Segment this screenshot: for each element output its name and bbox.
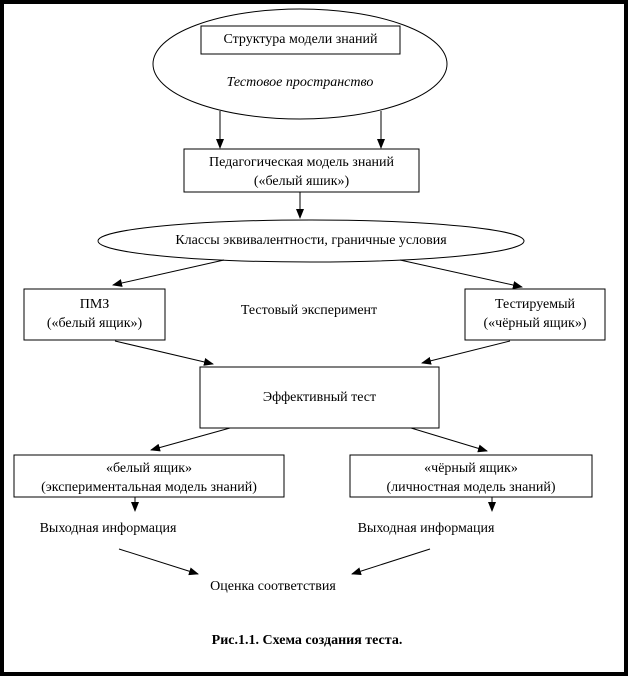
arrow-output-right-to-evaluation <box>351 548 431 576</box>
pmz-line1: ПМЗ <box>79 297 110 312</box>
output-info-left-label: Выходная информация <box>39 521 177 536</box>
arrow-equivalence-to-pmz <box>112 259 225 287</box>
structure-model-rect <box>200 25 401 55</box>
equivalence-ellipse <box>97 219 525 263</box>
white-box-label: «белый ящик» (экспериментальная модель з… <box>14 459 284 497</box>
testee-line1: Тестируемый <box>494 297 575 312</box>
test-experiment-label: Тестовый эксперимент <box>240 303 378 318</box>
white-box-line2: (экспериментальная модель знаний) <box>41 480 257 495</box>
black-box-line2: (личностная модель знаний) <box>386 480 556 495</box>
pmz-rect <box>23 288 166 341</box>
structure-model-label: Структура модели знаний <box>201 26 400 54</box>
structure-model-text: Структура модели знаний <box>223 32 378 47</box>
effective-test-rect <box>199 366 440 429</box>
figure-caption: Рис.1.1. Схема создания теста. <box>211 633 403 648</box>
black-box-line1: «чёрный ящик» <box>424 461 518 476</box>
effective-test-text: Эффективный тест <box>262 389 377 405</box>
testee-label: Тестируемый («чёрный ящик») <box>465 295 605 333</box>
pedagogical-model-line1: Педагогическая модель знаний <box>208 155 395 170</box>
testee-line2: («чёрный ящик») <box>483 316 587 331</box>
output-info-right-label: Выходная информация <box>357 521 495 536</box>
effective-test-label: Эффективный тест <box>200 367 439 428</box>
diagram-shapes-layer <box>13 8 606 576</box>
pedagogical-model-line2: («белый яшик») <box>253 174 350 189</box>
testee-rect <box>464 288 606 341</box>
black-box-label: «чёрный ящик» (личностная модель знаний) <box>350 459 592 497</box>
pedagogical-model-label: Педагогическая модель знаний («белый яши… <box>184 153 419 191</box>
pmz-label: ПМЗ («белый ящик») <box>24 295 165 333</box>
test-space-label: Тестовое пространство <box>226 75 374 90</box>
equivalence-label: Классы эквивалентности, граничные услови… <box>175 233 447 248</box>
white-box-rect <box>13 454 285 498</box>
arrow-equivalence-to-testee <box>399 259 523 289</box>
arrow-output-left-to-evaluation <box>118 548 199 576</box>
arrow-pmz-to-effective <box>114 340 214 366</box>
black-box-rect <box>349 454 593 498</box>
evaluation-label: Оценка соответствия <box>210 579 336 594</box>
arrow-effective-to-white-box <box>150 427 231 452</box>
arrow-effective-to-black-box <box>410 427 488 453</box>
test-space-ellipse <box>152 8 448 120</box>
pedagogical-model-rect <box>183 148 420 193</box>
pmz-line2: («белый ящик») <box>46 316 143 331</box>
arrow-testee-to-effective <box>421 340 511 365</box>
white-box-line1: «белый ящик» <box>105 461 193 476</box>
